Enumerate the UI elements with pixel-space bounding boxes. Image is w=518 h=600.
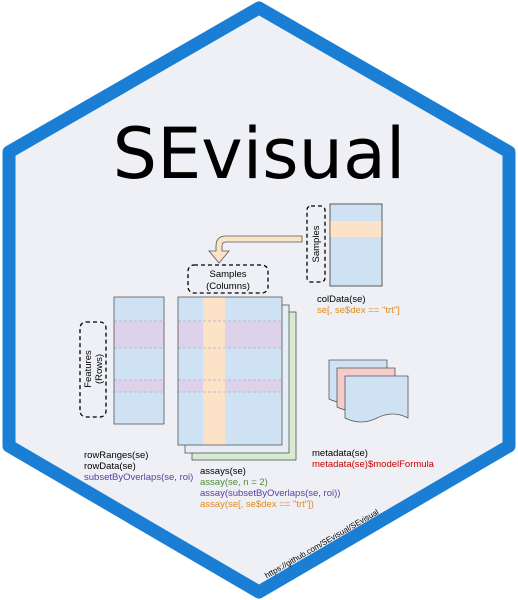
rowdata-matrix bbox=[114, 297, 164, 424]
assays-block: assays(se) assay(se, n = 2) assay(subset… bbox=[177, 296, 340, 510]
samples-bracket-vertical bbox=[306, 205, 326, 283]
sticker-title: SEvisual bbox=[113, 113, 406, 195]
metadata-doc-front bbox=[344, 375, 409, 423]
samples-columns-label-2: (Columns) bbox=[206, 281, 250, 292]
rowdata-label: rowData(se) bbox=[84, 461, 136, 472]
features-label-1: Features bbox=[83, 350, 94, 388]
assay-n2-label: assay(se, n = 2) bbox=[200, 477, 268, 488]
metadata-block: metadata(se) metadata(se)$modelFormula bbox=[312, 359, 435, 470]
rowranges-label: rowRanges(se) bbox=[84, 450, 148, 461]
coldata-subset-label: se[, se$dex == "trt"] bbox=[317, 305, 400, 316]
coldata-block: Samples colData(se) se[, se$dex == "trt"… bbox=[306, 203, 400, 316]
features-bracket bbox=[79, 321, 107, 418]
samples-columns-label-1: Samples bbox=[210, 269, 247, 280]
rowdata-highlight-1 bbox=[114, 321, 164, 348]
assay-highlight-row-1 bbox=[178, 321, 282, 348]
samples-vertical-label: Samples bbox=[311, 225, 322, 262]
metadata-formula-label: metadata(se)$modelFormula bbox=[312, 459, 435, 470]
coldata-arrow bbox=[208, 235, 303, 264]
assay-subset-overlaps-label: assay(subsetByOverlaps(se, roi)) bbox=[200, 488, 340, 499]
rowdata-block: Features (Rows) rowRanges(se) rowData(se… bbox=[79, 296, 193, 483]
coldata-highlight-row bbox=[330, 221, 382, 237]
assay-subset-dex-label: assay(se[, se$dex == "trt"]) bbox=[200, 499, 314, 510]
coldata-matrix bbox=[329, 203, 383, 287]
assays-label: assays(se) bbox=[200, 466, 246, 477]
rowdata-highlight-2 bbox=[114, 380, 164, 392]
assay-matrix bbox=[178, 297, 282, 445]
features-label-2: (Rows) bbox=[94, 354, 105, 384]
assay-highlight-row-2 bbox=[178, 380, 282, 392]
coldata-label: colData(se) bbox=[317, 294, 366, 305]
assay-highlight-column bbox=[203, 297, 225, 445]
samples-columns-bracket: Samples (Columns) bbox=[187, 264, 269, 294]
metadata-label: metadata(se) bbox=[312, 448, 368, 459]
subset-overlaps-label: subsetByOverlaps(se, roi) bbox=[84, 472, 193, 483]
